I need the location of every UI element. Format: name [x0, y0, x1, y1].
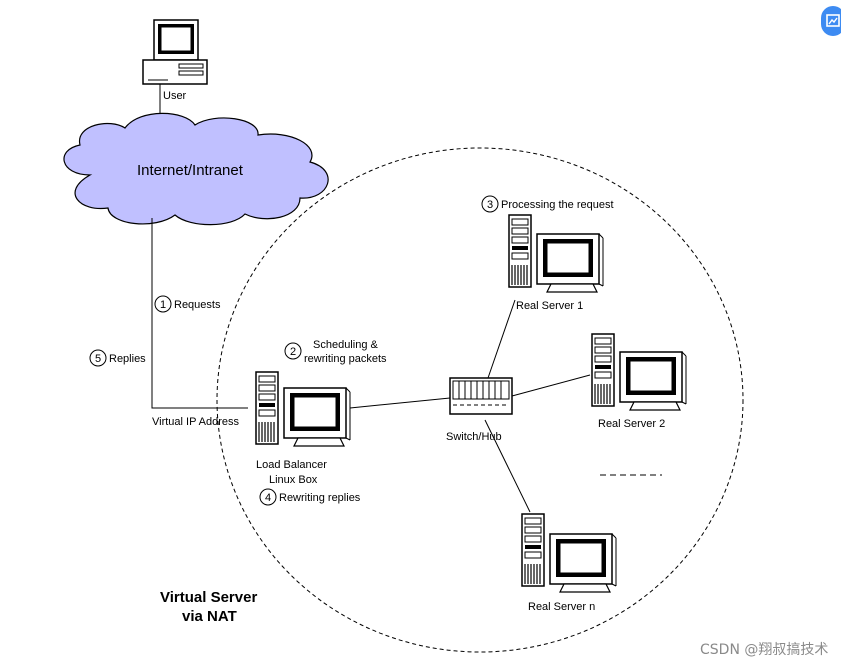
load-balancer-icon	[255, 371, 351, 447]
real-server-n-label: Real Server n	[528, 601, 595, 613]
step-4-number: 4	[265, 492, 271, 504]
edit-image-button[interactable]	[821, 6, 841, 36]
watermark: CSDN @翔叔搞技术	[700, 642, 828, 658]
step-3-badge	[481, 195, 499, 213]
step-2-badge	[284, 342, 302, 360]
step-2-label-1: Scheduling &	[313, 339, 378, 351]
step-5-label: Replies	[109, 353, 146, 365]
network-links	[349, 299, 591, 513]
step-3-label: Processing the request	[501, 199, 614, 211]
step-2-number: 2	[290, 346, 296, 358]
step-1-badge	[154, 295, 172, 313]
cloud-label: Internet/Intranet	[137, 162, 244, 179]
user-label: User	[163, 90, 187, 102]
step-3-number: 3	[487, 199, 493, 211]
real-server-n-icon	[521, 513, 617, 593]
step-1-number: 1	[160, 299, 166, 311]
user-computer-icon	[142, 19, 208, 85]
request-reply-path	[151, 218, 248, 409]
internet-cloud	[63, 112, 329, 226]
virtual-server-boundary	[216, 147, 744, 653]
real-server-2-icon	[591, 333, 687, 411]
step-4-label: Rewriting replies	[279, 492, 361, 504]
real-server-1-icon	[508, 214, 604, 293]
step-5-badge	[89, 349, 107, 367]
load-balancer-label-2: Linux Box	[269, 474, 318, 486]
virtual-ip-label: Virtual IP Address	[152, 416, 240, 428]
edit-image-icon	[826, 14, 840, 27]
load-balancer-label-1: Load Balancer	[256, 459, 327, 471]
switch-icon	[449, 377, 513, 415]
diagram-title-line2: via NAT	[182, 608, 237, 625]
step-2-label-2: rewriting packets	[304, 353, 387, 365]
real-server-2-label: Real Server 2	[598, 418, 665, 430]
real-server-1-label: Real Server 1	[516, 300, 583, 312]
diagram-title-line1: Virtual Server	[160, 589, 257, 606]
switch-label: Switch/Hub	[446, 431, 502, 443]
step-1-label: Requests	[174, 299, 221, 311]
step-4-badge	[259, 488, 277, 506]
step-5-number: 5	[95, 353, 101, 365]
